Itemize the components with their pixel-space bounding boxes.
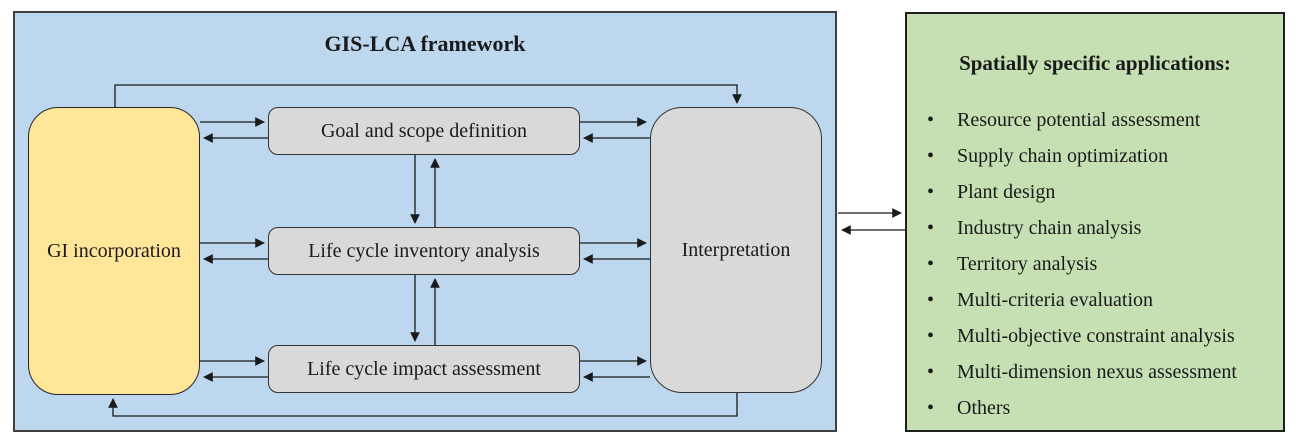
bullet-icon [927,253,957,276]
applications-list: Resource potential assessment Supply cha… [927,102,1277,426]
list-item: Supply chain optimization [927,138,1277,174]
bullet-icon [927,325,957,348]
bullet-icon [927,289,957,312]
bullet-icon [927,145,957,168]
bullet-icon [927,217,957,240]
list-item: Industry chain analysis [927,210,1277,246]
list-item: Territory analysis [927,246,1277,282]
node-label: Interpretation [681,239,791,261]
list-item: Others [927,390,1277,426]
list-item: Plant design [927,174,1277,210]
applications-panel [905,12,1285,432]
list-item: Multi-dimension nexus assessment [927,354,1277,390]
node-life-cycle-impact-assessment: Life cycle impact assessment [268,345,580,393]
bullet-icon [927,397,957,420]
bullet-icon [927,181,957,204]
list-item: Resource potential assessment [927,102,1277,138]
node-life-cycle-inventory-analysis: Life cycle inventory analysis [268,227,580,275]
bullet-icon [927,109,957,132]
node-label: GI incorporation [47,240,181,262]
node-interpretation: Interpretation [650,107,822,393]
framework-title: GIS-LCA framework [324,31,526,56]
node-label: Life cycle impact assessment [307,358,541,380]
node-goal-scope-definition: Goal and scope definition [268,107,580,155]
node-gi-incorporation: GI incorporation [28,107,200,395]
node-label: Goal and scope definition [320,120,528,142]
node-label: Life cycle inventory analysis [308,240,540,262]
list-item: Multi-objective constraint analysis [927,318,1277,354]
applications-title: Spatially specific applications: [959,51,1231,75]
list-item: Multi-criteria evaluation [927,282,1277,318]
bullet-icon [927,361,957,384]
